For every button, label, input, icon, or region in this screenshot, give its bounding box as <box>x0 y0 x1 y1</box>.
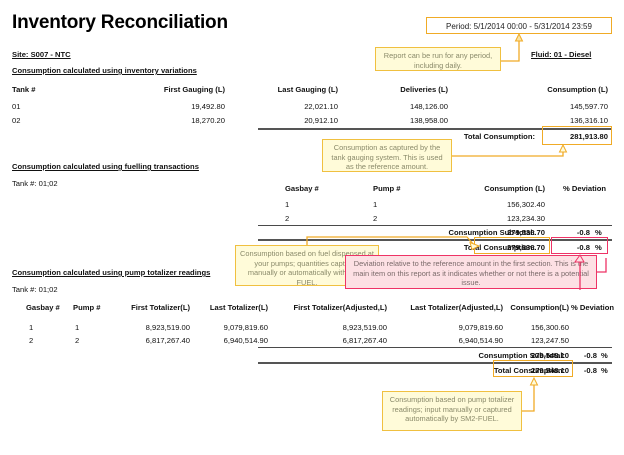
table-row: 8,923,519.00 <box>145 323 190 332</box>
section1-heading: Consumption calculated using inventory v… <box>12 66 197 75</box>
table-row: 18,270.20 <box>191 116 225 125</box>
section3-total-deviation-unit: % <box>601 366 608 375</box>
section3-col-last-tot: Last Totalizer(L) <box>209 303 268 312</box>
section2-col-deviation: % Deviation <box>563 184 607 193</box>
table-row: 9,079,819.60 <box>458 323 503 332</box>
section1-total-value: 281,913.80 <box>569 132 608 141</box>
callout-deviation: Deviation relative to the reference amou… <box>345 255 597 289</box>
table-row: 6,940,514.90 <box>458 336 503 345</box>
section3-col-consumption: Consumption(L) <box>510 303 569 312</box>
table-row: 01 <box>12 102 21 111</box>
section3-subtotal-rule <box>258 347 612 348</box>
section2-col-consumption: Consumption (L) <box>484 184 545 193</box>
table-row: 2 <box>75 336 80 345</box>
page-title: Inventory Reconciliation <box>12 12 228 33</box>
table-row: 1 <box>75 323 80 332</box>
section3-heading: Consumption calculated using pump totali… <box>12 268 211 277</box>
section3-col-first-tot: First Totalizer(L) <box>131 303 190 312</box>
section1-col-consumption: Consumption (L) <box>547 85 608 94</box>
section2-subtotal-deviation-unit: % <box>595 228 602 237</box>
table-row: 1 <box>29 323 34 332</box>
period-box: Period: 5/1/2014 00:00 - 5/31/2014 23:59 <box>426 17 612 34</box>
table-row: 2 <box>285 214 290 223</box>
section2-total-highlight <box>474 237 550 254</box>
table-row: 156,302.40 <box>506 200 545 209</box>
section2-total-label: Total Consumption: <box>463 243 535 252</box>
section2-total-deviation-unit: % <box>595 243 602 252</box>
section2-subtotal-label: Consumption Sub-total: <box>448 228 535 237</box>
section2-heading: Consumption calculated using fuelling tr… <box>12 162 199 171</box>
section3-total-label: Total Consumption: <box>493 366 565 375</box>
section3-col-first-tot-adj: First Totalizer(Adjusted,L) <box>293 303 387 312</box>
section3-total-highlight <box>493 360 573 377</box>
section2-col-pump: Pump # <box>373 184 401 193</box>
table-row: 8,923,519.00 <box>342 323 387 332</box>
table-row: 123,247.50 <box>530 336 569 345</box>
section2-deviation-highlight <box>551 237 608 254</box>
table-row: 1 <box>285 200 290 209</box>
section3-col-gasbay: Gasbay # <box>26 303 60 312</box>
table-row: 138,958.00 <box>409 116 448 125</box>
table-row: 136,316.10 <box>569 116 608 125</box>
section2-subtotal-rule <box>258 225 612 226</box>
section3-subtotal-deviation: -0.8 <box>583 351 597 360</box>
section1-col-last-gauging: Last Gauging (L) <box>277 85 338 94</box>
section1-col-first-gauging: First Gauging (L) <box>163 85 225 94</box>
callout-fuelling: Consumption based on fuel dispensed at y… <box>235 245 379 287</box>
table-row: 2 <box>29 336 34 345</box>
callout-period: Report can be run for any period, includ… <box>375 47 501 71</box>
table-row: 1 <box>373 200 378 209</box>
section1-col-tank: Tank # <box>12 85 36 94</box>
section3-subtotal-deviation-unit: % <box>601 351 608 360</box>
section3-total-value: 279,548.10 <box>530 366 569 375</box>
section2-subtotal-deviation: -0.8 <box>576 228 590 237</box>
table-row: 6,817,267.40 <box>145 336 190 345</box>
table-row: 9,079,819.60 <box>223 323 268 332</box>
section2-subtotal-value: 279,536.70 <box>506 228 545 237</box>
callout-totalizer: Consumption based on pump totalizer read… <box>382 391 522 431</box>
section2-total-value: 279,536.70 <box>506 243 545 252</box>
section3-total-deviation: -0.8 <box>583 366 597 375</box>
callout-reference: Consumption as captured by the tank gaug… <box>322 139 452 172</box>
section2-tank-label: Tank #: 01;02 <box>12 179 58 188</box>
section3-subtotal-value: 279,548.10 <box>530 351 569 360</box>
table-row: 2 <box>373 214 378 223</box>
section3-tank-label: Tank #: 01;02 <box>12 285 58 294</box>
section3-col-deviation: % Deviation <box>571 303 615 312</box>
table-row: 22,021.10 <box>304 102 338 111</box>
table-row: 19,492.80 <box>191 102 225 111</box>
section1-total-rule <box>258 128 612 130</box>
table-row: 123,234.30 <box>506 214 545 223</box>
section1-total-label: Total Consumption: <box>463 132 535 141</box>
table-row: 6,940,514.90 <box>223 336 268 345</box>
table-row: 145,597.70 <box>569 102 608 111</box>
table-row: 20,912.10 <box>304 116 338 125</box>
site-label: Site: S007 - NTC <box>12 50 71 59</box>
section3-subtotal-label: Consumption Sub-total: <box>478 351 565 360</box>
table-row: 6,817,267.40 <box>342 336 387 345</box>
section2-total-deviation: -0.8 <box>576 243 590 252</box>
section3-col-pump: Pump # <box>73 303 101 312</box>
section2-col-gasbay: Gasbay # <box>285 184 319 193</box>
section3-total-rule <box>258 362 612 364</box>
table-row: 02 <box>12 116 21 125</box>
table-row: 148,126.00 <box>409 102 448 111</box>
section1-col-deliveries: Deliveries (L) <box>400 85 448 94</box>
table-row: 156,300.60 <box>530 323 569 332</box>
section1-total-highlight <box>542 126 612 145</box>
fluid-label: Fluid: 01 - Diesel <box>531 50 592 59</box>
section3-col-last-tot-adj: Last Totalizer(Adjusted,L) <box>410 303 503 312</box>
